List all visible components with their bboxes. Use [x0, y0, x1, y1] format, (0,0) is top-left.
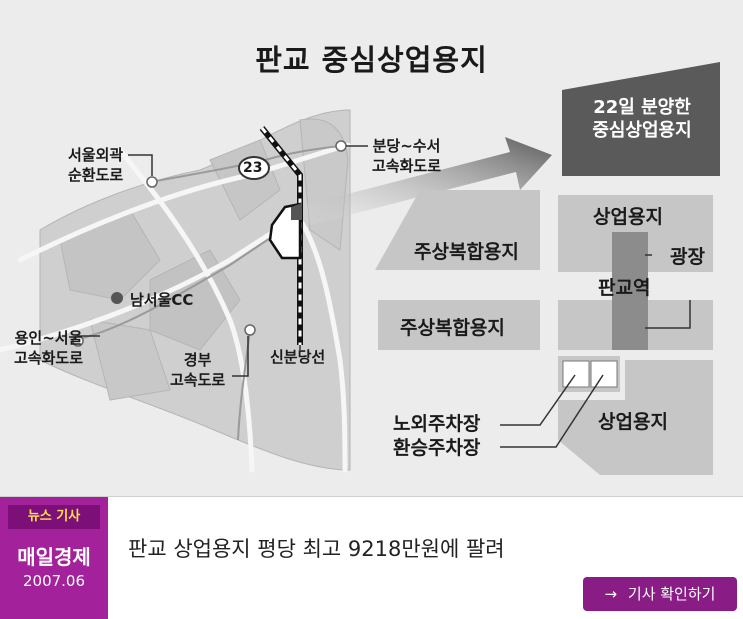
label-mixed-use-1: 주상복합용지 — [414, 241, 519, 263]
label-outdoor-parking: 노외주차장 — [393, 413, 481, 435]
leader-lines — [78, 145, 691, 448]
news-source: 매일경제 — [17, 545, 91, 569]
label-line: 서울외곽 — [68, 146, 124, 164]
map-graphic — [0, 62, 720, 475]
label-yongin-seoul-road: 용인~서울 고속화도로 — [14, 328, 83, 368]
label-sinbundang-line: 신분당선 — [270, 348, 326, 366]
label-pangyo-station: 판교역 — [598, 277, 651, 299]
route-23-label: 23 — [243, 160, 263, 176]
route-23-marker — [238, 156, 270, 180]
label-outer-ring-road: 서울외곽 순환도로 — [68, 145, 123, 185]
news-badge: 뉴스 기사 매일경제 2007.06 — [0, 497, 108, 619]
label-plaza: 광장 — [670, 246, 705, 268]
callout-line-1: 22일 분양한 — [593, 97, 691, 118]
label-namseoul-cc: 남서울CC — [130, 291, 194, 309]
callout-line-2: 중심상업용지 — [592, 120, 692, 141]
label-commercial-bottom: 상업용지 — [598, 411, 668, 433]
site-highlight — [291, 203, 302, 220]
map-title: 판교 중심상업용지 — [255, 43, 488, 77]
label-line: 고속화도로 — [14, 349, 84, 367]
label-line: 경부 — [183, 351, 212, 369]
plan-blocks — [375, 190, 713, 475]
direction-arrow — [305, 137, 552, 225]
label-commercial-top: 상업용지 — [593, 206, 663, 228]
site-map: 판교 중심상업용지 22일 분양한 중심상업용지 23 서울외곽 순환도로 분당… — [0, 43, 722, 475]
view-article-button[interactable]: → 기사 확인하기 — [583, 577, 737, 611]
label-transfer-parking: 환승주차장 — [393, 437, 481, 459]
label-line: 용인~서울 — [14, 329, 83, 347]
label-gyeongbu-expressway: 경부 고속도로 — [170, 350, 225, 390]
news-bar: 뉴스 기사 매일경제 2007.06 판교 상업용지 평당 최고 9218만원에… — [0, 496, 743, 619]
arrow-right-icon: → — [604, 585, 618, 603]
label-line: 고속도로 — [170, 371, 226, 389]
terrain-shapes — [39, 109, 351, 471]
golf-course-marker — [111, 292, 123, 304]
callout-text: 22일 분양한 중심상업용지 — [562, 96, 722, 142]
label-line: 분당~수서 — [372, 137, 441, 155]
news-headline[interactable]: 판교 상업용지 평당 최고 9218만원에 팔려 — [128, 537, 505, 561]
junction-markers — [72, 140, 347, 347]
news-tag: 뉴스 기사 — [8, 505, 100, 529]
subway-line — [259, 126, 303, 345]
callout-box — [562, 62, 720, 176]
news-date: 2007.06 — [22, 572, 86, 590]
view-article-label: 기사 확인하기 — [627, 585, 716, 603]
label-line: 고속화도로 — [372, 157, 442, 175]
road-lines — [0, 142, 351, 473]
label-line: 순환도로 — [68, 166, 124, 184]
label-bundang-suseo-road: 분당~수서 고속화도로 — [372, 136, 441, 176]
label-mixed-use-2: 주상복합용지 — [400, 317, 505, 339]
